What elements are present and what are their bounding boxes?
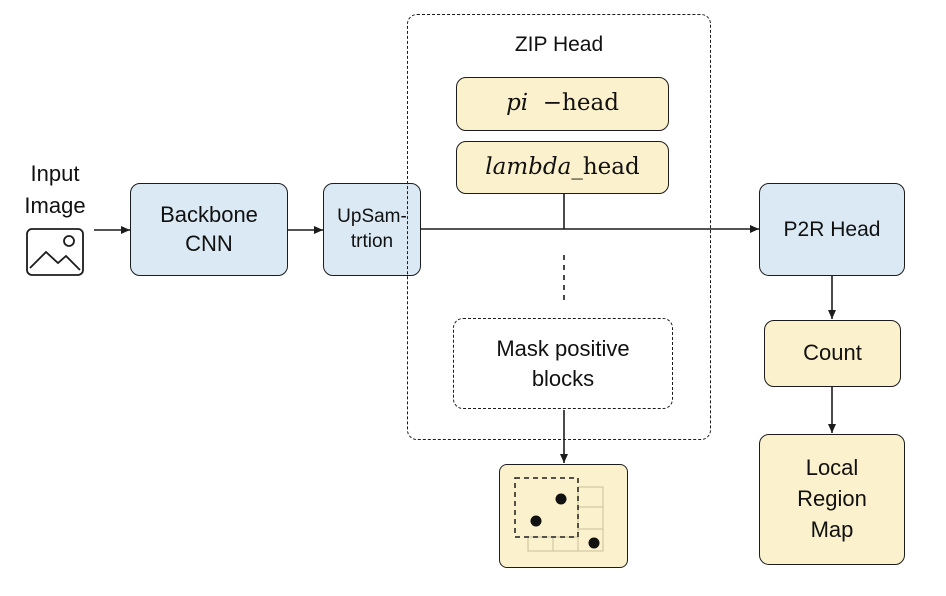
grid-with-points-graphic xyxy=(514,477,604,552)
pi-head-prefix: pi xyxy=(506,90,529,117)
upsample-line1: UpSam- xyxy=(337,205,407,227)
p2r-head-node: P2R Head xyxy=(759,183,905,276)
image-icon xyxy=(26,228,84,276)
count-label: Count xyxy=(803,340,862,366)
upsample-node: UpSam- trtion xyxy=(323,183,421,276)
lambda-head-prefix: lambda xyxy=(485,153,572,180)
backbone-cnn-node: Backbone CNN xyxy=(130,183,288,276)
input-label-line1: Input xyxy=(30,161,80,186)
mask-grid-output xyxy=(499,464,628,568)
mask-positive-blocks-node: Mask positive blocks xyxy=(453,318,673,409)
mask-dashed-region xyxy=(514,477,580,539)
pi-head-node: pi −head xyxy=(456,77,669,131)
point-2 xyxy=(530,515,542,527)
local-region-map-node: Local Region Map xyxy=(759,434,905,565)
map-line2: Region xyxy=(797,486,867,512)
lambda-head-node: lambda_head xyxy=(456,141,669,194)
lambda-head-suffix: _head xyxy=(571,153,640,180)
zip-head-title: ZIP Head xyxy=(514,33,604,56)
upsample-line2: trtion xyxy=(350,230,394,252)
zip-head-container xyxy=(407,14,711,440)
map-line1: Local xyxy=(805,455,859,481)
map-line3: Map xyxy=(810,516,854,542)
pi-head-suffix: −head xyxy=(542,90,619,117)
input-label: Input Image xyxy=(10,158,100,222)
input-label-line2: Image xyxy=(24,193,86,218)
backbone-line1: Backbone xyxy=(160,201,258,227)
backbone-line2: CNN xyxy=(185,230,233,256)
count-node: Count xyxy=(764,320,901,387)
p2r-head-label: P2R Head xyxy=(783,217,881,241)
mask-line1: Mask positive xyxy=(496,335,630,361)
mask-line2: blocks xyxy=(531,365,595,391)
point-1 xyxy=(555,493,567,505)
point-3 xyxy=(588,537,600,549)
